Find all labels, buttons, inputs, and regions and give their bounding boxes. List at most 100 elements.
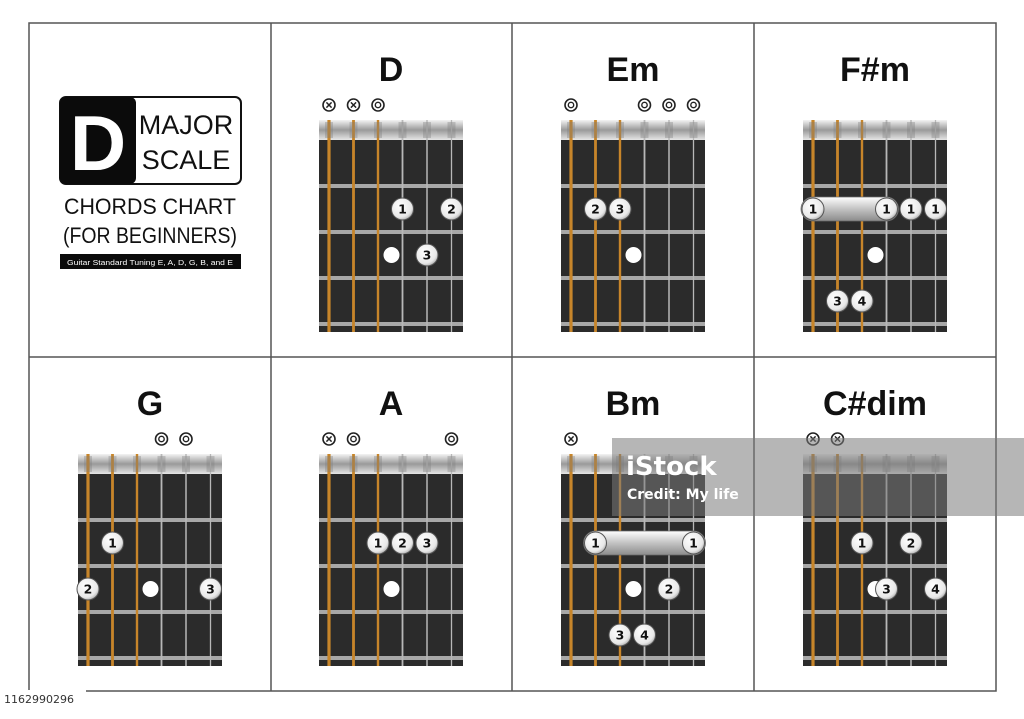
- guitar-string: [135, 454, 139, 666]
- open-string-icon: [346, 432, 361, 446]
- nut-slot: [374, 456, 382, 472]
- fret-wire: [319, 230, 463, 234]
- fret-wire: [803, 518, 947, 522]
- nut-slot: [809, 122, 817, 138]
- root-note-dot: [625, 581, 642, 597]
- guitar-string: [692, 454, 695, 666]
- open-o-glyph: [374, 101, 382, 109]
- title-line-scale: SCALE: [142, 145, 231, 175]
- open-o-glyph: [567, 101, 575, 109]
- finger-dot: [440, 197, 463, 221]
- finger-dot: [608, 623, 632, 647]
- finger-dot: [584, 197, 607, 221]
- guitar-string: [643, 120, 646, 332]
- guitar-string: [569, 454, 573, 666]
- finger-dot: [875, 197, 898, 221]
- guitar-string: [209, 454, 212, 666]
- open-string-icon: [444, 432, 459, 446]
- guitar-string: [185, 454, 187, 666]
- nut-slot: [349, 456, 358, 472]
- image-id-tag: [0, 690, 86, 708]
- fret-wire: [561, 656, 705, 660]
- guitar-string: [111, 454, 114, 666]
- guitar-string: [376, 120, 380, 332]
- guitar-string: [426, 454, 428, 666]
- open-o-glyph: [641, 101, 648, 109]
- fret-wire: [319, 276, 463, 280]
- chord-name: Bm: [606, 385, 661, 423]
- guitar-string: [401, 120, 404, 332]
- guitar-string: [692, 120, 695, 332]
- image-id-text: 1162990296: [4, 693, 74, 706]
- guitar-string: [327, 454, 331, 666]
- nut-slot: [423, 122, 431, 138]
- finger-dot: [366, 531, 390, 555]
- root-note-dot: [867, 247, 884, 263]
- nut-slot: [84, 456, 92, 472]
- finger-dot: [682, 531, 705, 555]
- fret-wire: [803, 230, 947, 234]
- finger-number: 3: [616, 628, 625, 643]
- nut-slot: [567, 122, 575, 138]
- root-note-dot: [383, 247, 400, 263]
- fret-wire: [561, 610, 705, 614]
- fret-wire: [78, 610, 222, 614]
- title-line-major: MAJOR: [139, 110, 234, 140]
- guitar-string: [594, 454, 597, 666]
- finger-dot: [924, 577, 947, 601]
- watermark: iStock Credit: My life: [612, 438, 1024, 516]
- muted-x-glyph: [350, 101, 357, 109]
- fret-wire: [561, 322, 705, 326]
- nut-slot: [206, 456, 215, 472]
- finger-number: 3: [616, 202, 625, 217]
- nut-slot: [616, 122, 624, 138]
- finger-number: 1: [858, 536, 867, 551]
- finger-dot: [391, 531, 414, 555]
- muted-x-glyph: [325, 435, 333, 443]
- fret-wire: [561, 518, 705, 522]
- open-string-icon: [564, 98, 578, 112]
- fret-wire: [803, 184, 947, 188]
- finger-number: 3: [882, 582, 891, 597]
- guitar-string: [836, 454, 839, 666]
- fret-wire: [803, 276, 947, 280]
- guitar-string: [426, 120, 428, 332]
- title-key-box: [60, 97, 136, 184]
- finger-number: 1: [882, 202, 891, 217]
- chord-name: D: [379, 51, 404, 89]
- finger-number: 4: [858, 294, 867, 309]
- fretboard: [561, 120, 705, 332]
- guitar-string: [376, 454, 380, 666]
- fret-wire: [319, 656, 463, 660]
- root-note-dot: [142, 581, 159, 597]
- guitar-string: [450, 120, 453, 332]
- guitar-string: [569, 120, 573, 332]
- finger-dot: [101, 531, 124, 555]
- guitar-string: [811, 454, 815, 666]
- open-string-icon: [686, 98, 701, 112]
- root-note-dot: [383, 581, 400, 597]
- nut-slot: [398, 456, 407, 472]
- nut-slot: [591, 122, 600, 138]
- guitar-string: [811, 120, 815, 332]
- guitar-string: [860, 120, 864, 332]
- barre-bar: [800, 196, 899, 222]
- chord-name: C#dim: [823, 385, 927, 423]
- guitar-string: [327, 120, 331, 332]
- nut-slot: [325, 456, 333, 472]
- finger-number: 3: [423, 536, 432, 551]
- nut-slot: [398, 122, 407, 138]
- guitar-string: [618, 120, 622, 332]
- watermark-brand: iStock: [626, 452, 717, 482]
- guitar-string: [401, 454, 404, 666]
- guitar-string: [352, 120, 355, 332]
- nut-slot: [447, 122, 456, 138]
- watermark-band: [612, 438, 1024, 516]
- fret-wire: [319, 322, 463, 326]
- fret-wire: [319, 184, 463, 188]
- finger-dot: [924, 197, 947, 221]
- nut-slot: [108, 456, 117, 472]
